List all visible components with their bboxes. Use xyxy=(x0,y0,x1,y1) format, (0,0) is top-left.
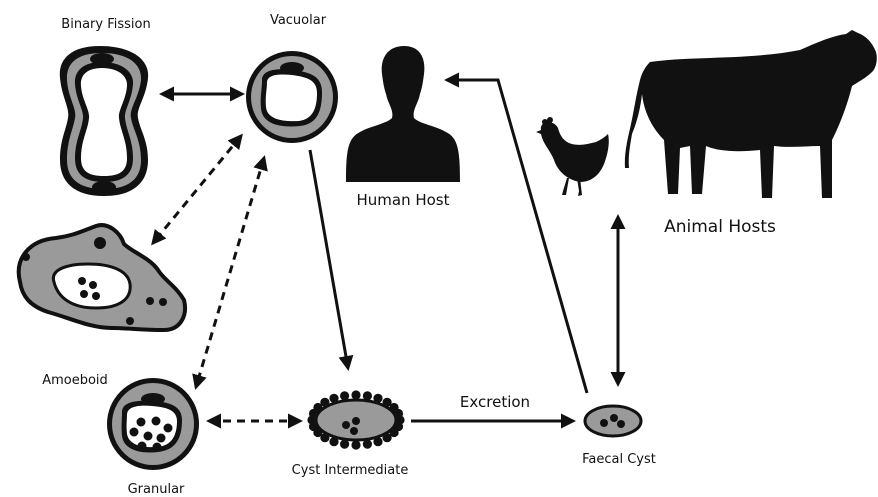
arrow-faecal-cyst-to-human-host xyxy=(447,80,587,393)
excretion-label: Excretion xyxy=(460,393,530,411)
vacuolar-label: Vacuolar xyxy=(270,13,327,28)
cyst-wall-bead xyxy=(340,391,349,400)
amoeboid-label: Amoeboid xyxy=(42,373,108,388)
granular-cell xyxy=(107,378,199,470)
cyst-wall-bead xyxy=(373,394,382,403)
cow-silhouette-icon xyxy=(625,30,877,198)
cyst-wall-bead xyxy=(363,440,372,449)
amoeboid-cell xyxy=(19,225,185,330)
arrow-vacuolar-amoeboid xyxy=(153,136,241,243)
arrow-vacuolar-granular xyxy=(196,158,264,387)
vacuolar-cell xyxy=(246,51,338,143)
cyst-wall-bead xyxy=(373,437,382,446)
animal-hosts-label: Animal Hosts xyxy=(664,217,776,237)
cyst-wall-bead xyxy=(320,398,329,407)
faecal-cyst-cell xyxy=(585,406,641,436)
cyst-wall-bead xyxy=(383,433,392,442)
cyst-intermediate-cell xyxy=(307,390,404,449)
chicken-silhouette-icon xyxy=(536,117,609,196)
binary-fission-label: Binary Fission xyxy=(61,17,150,32)
cyst-wall-bead xyxy=(351,390,360,399)
cyst-wall-bead xyxy=(363,391,372,400)
faecal-cyst-label: Faecal Cyst xyxy=(582,452,656,467)
cyst-wall-bead xyxy=(329,394,338,403)
human-silhouette-icon xyxy=(346,46,460,182)
cyst-wall-bead xyxy=(394,409,403,418)
cyst-wall-bead xyxy=(351,440,360,449)
cyst-wall-bead xyxy=(329,437,338,446)
cyst-intermediate-label: Cyst Intermediate xyxy=(292,463,409,478)
granular-label: Granular xyxy=(128,482,185,497)
human-host-label: Human Host xyxy=(356,191,449,209)
cyst-wall-bead xyxy=(340,440,349,449)
arrow-vacuolar-to-cyst-intermediate xyxy=(310,150,348,368)
binary-fission-cell xyxy=(60,46,148,196)
